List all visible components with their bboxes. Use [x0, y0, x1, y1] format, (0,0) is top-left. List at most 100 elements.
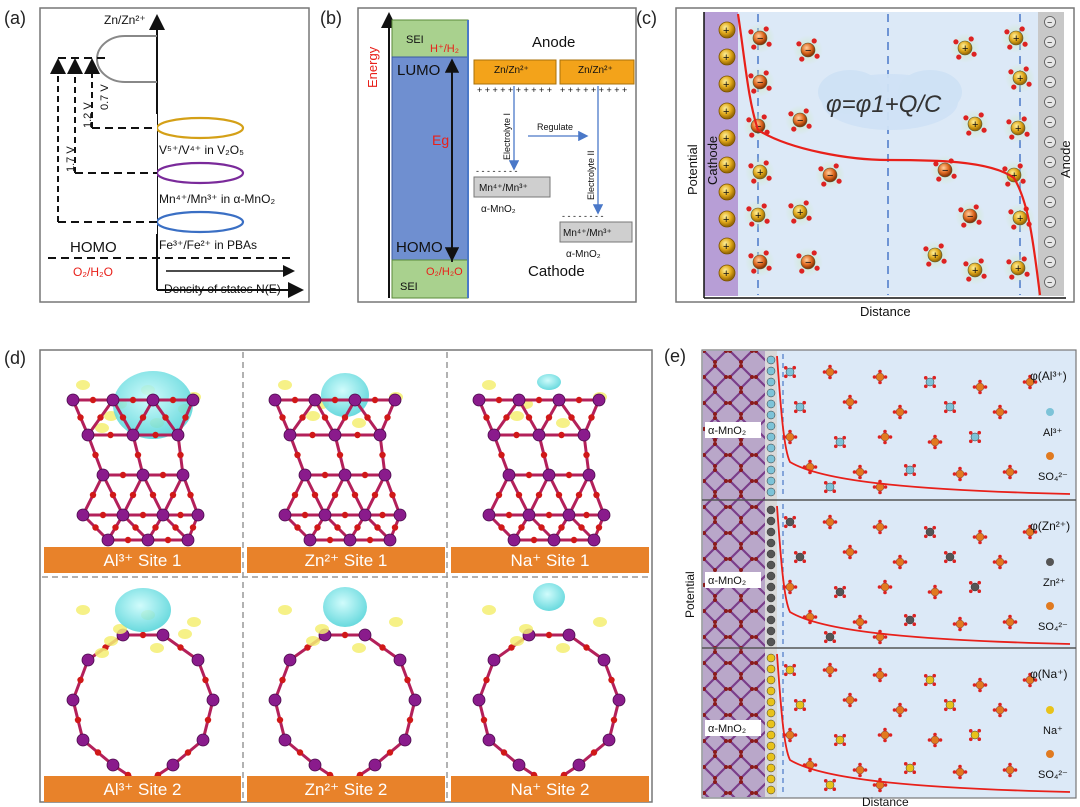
sulfate: [952, 616, 968, 632]
svg-text:−: −: [942, 165, 948, 177]
sulfate: [877, 429, 893, 445]
cation: [943, 400, 957, 414]
site-bar: Al³⁺ Site 1: [44, 547, 241, 573]
svg-text:+: +: [723, 268, 729, 280]
formula-cloud: [818, 70, 962, 130]
svg-text:+: +: [1015, 123, 1021, 135]
charge-depletion: [482, 605, 607, 653]
mn-box-1-label: Mn⁴⁺/Mn³⁺: [479, 183, 528, 194]
surface-plus-ion: +: [718, 48, 736, 66]
svg-text:−: −: [805, 45, 811, 57]
zn-charge-density: [323, 587, 367, 627]
svg-text:+: +: [723, 79, 729, 91]
site-label: Na⁺ Site 1: [511, 551, 590, 570]
cation: [783, 515, 797, 529]
site-bar: Na⁺ Site 2: [451, 776, 649, 802]
zn-box-2-label: Zn/Zn²⁺: [578, 65, 613, 76]
sulfate: [872, 629, 888, 645]
solvated-anion: −: [955, 201, 985, 231]
cation: [823, 778, 837, 792]
mn-box-1-sub: α-MnO₂: [481, 204, 516, 215]
solvated-cation: +: [920, 240, 950, 270]
svg-text:−: −: [1047, 178, 1052, 188]
solvated-cation: +: [960, 109, 990, 139]
anode-minus-charge: −: [1044, 256, 1056, 268]
potential-curve-e: [776, 653, 1071, 793]
sulfate: [852, 762, 868, 778]
anode-label: Anode: [532, 34, 575, 51]
so4-label: SO₄²⁻: [1038, 769, 1068, 781]
svg-text:+: +: [1017, 213, 1023, 225]
svg-text:+: +: [723, 106, 729, 118]
sulfate: [952, 764, 968, 780]
svg-text:+: +: [932, 250, 938, 262]
legend-cation-icon: [1046, 558, 1054, 566]
surface-plus-ion: +: [718, 129, 736, 147]
svg-text:−: −: [1047, 118, 1052, 128]
panel-c-yaxis-label: Potential: [685, 144, 700, 195]
svg-text:+: +: [723, 52, 729, 64]
mn-box-2-minus: - - - - - - - -: [562, 211, 603, 221]
mno2-framework: [66, 628, 220, 792]
label-homo: HOMO: [70, 239, 117, 256]
sulfate: [927, 584, 943, 600]
legend-sulfate-icon: [1046, 750, 1054, 758]
svg-text:−: −: [1047, 238, 1052, 248]
solvated-cation: +: [745, 157, 775, 187]
voltage-1-2: 1.2 V: [82, 102, 94, 128]
svg-text:−: −: [967, 211, 973, 223]
solvated-anion: −: [745, 23, 775, 53]
svg-text:+: +: [972, 119, 978, 131]
mno2-label: α-MnO₂: [708, 723, 746, 735]
sulfate: [842, 544, 858, 560]
svg-text:−: −: [1047, 18, 1052, 28]
site-bar: Al³⁺ Site 2: [44, 776, 241, 802]
solvated-cation: +: [785, 197, 815, 227]
panel-e-xaxis-label: Distance: [862, 795, 909, 807]
cation: [943, 698, 957, 712]
solvated-cation: +: [1001, 23, 1031, 53]
sulfate: [972, 379, 988, 395]
panel-b: (b) Energy SEI H⁺/H₂ SEI O₂/H₂O LUMO HOM…: [320, 7, 637, 303]
anode-minus-charge: −: [1044, 236, 1056, 248]
panel-e-yaxis-label: Potential: [683, 571, 697, 618]
svg-text:−: −: [1047, 198, 1052, 208]
cathode-label-b: Cathode: [528, 263, 585, 280]
solvated-anion: −: [793, 247, 823, 277]
sulfate: [842, 692, 858, 708]
mn-box-2-label: Mn⁴⁺/Mn³⁺: [563, 228, 612, 239]
cation: [793, 550, 807, 564]
site-label: Al³⁺ Site 2: [104, 780, 182, 799]
svg-text:+: +: [1011, 170, 1017, 182]
solvated-anion: −: [815, 160, 845, 190]
mno2-framework: [268, 393, 407, 547]
svg-text:−: −: [827, 170, 833, 182]
legend-sulfate-icon: [1046, 602, 1054, 610]
ion-label: Al³⁺: [1043, 427, 1062, 439]
cation: [793, 698, 807, 712]
sulfate: [1022, 374, 1038, 390]
mno2-framework: [268, 628, 422, 792]
solvated-cation: +: [960, 255, 990, 285]
eg-label: Eg: [432, 132, 449, 148]
surface-plus-ion: +: [718, 210, 736, 228]
svg-text:−: −: [755, 121, 761, 133]
solvated-cation: +: [1003, 113, 1033, 143]
sulfate: [992, 404, 1008, 420]
solvated-cation: +: [950, 33, 980, 63]
anode-minus-charge: −: [1044, 116, 1056, 128]
solvated-anion: −: [745, 247, 775, 277]
panel-a-label: (a): [4, 8, 26, 28]
solvated-anion: −: [930, 155, 960, 185]
voltage-1-7: 1.7 V: [65, 146, 77, 172]
band-mask: [140, 114, 157, 234]
so4-label: SO₄²⁻: [1038, 471, 1068, 483]
ion-label: Na⁺: [1043, 725, 1063, 737]
cation: [793, 400, 807, 414]
sulfate: [1022, 524, 1038, 540]
solvated-cation: +: [1005, 63, 1035, 93]
na-charge-density: [533, 583, 565, 611]
svg-text:+: +: [755, 210, 761, 222]
svg-text:−: −: [797, 115, 803, 127]
